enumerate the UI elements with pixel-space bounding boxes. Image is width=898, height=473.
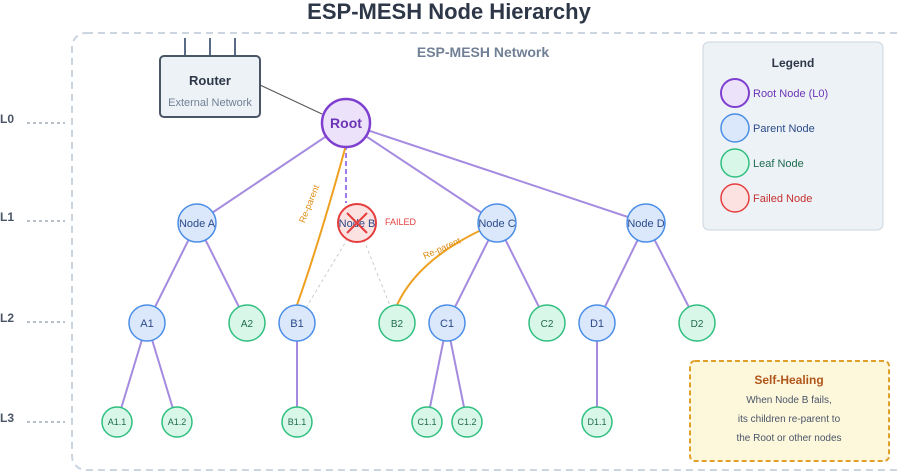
node-c12-circle (451, 406, 483, 438)
router-title: Router (189, 73, 231, 88)
node-d1-label: D1 (590, 318, 604, 330)
node-a2-label: A2 (241, 319, 254, 330)
node-a-label: Node A (179, 218, 216, 230)
self-healing-line-1: When Node B fails, (746, 395, 832, 406)
node-c2-circle (528, 304, 566, 342)
self-healing-box (689, 360, 890, 462)
node-b1: B1 (278, 304, 316, 342)
node-c12: C1.2 (451, 406, 483, 438)
node-a11-circle (101, 406, 133, 438)
legend-title: Legend (772, 56, 815, 70)
node-d1: D1 (578, 304, 616, 342)
reparent-label-b2: Re-parent (421, 235, 462, 261)
node-a1-label: A1 (140, 318, 153, 330)
node-d11-circle (581, 406, 613, 438)
level-label-l2: L2 (0, 311, 14, 325)
router: Router External Network (159, 38, 261, 118)
legend-failed-label: Failed Node (753, 193, 812, 205)
node-c1-circle (428, 304, 466, 342)
node-c1: C1 (428, 304, 466, 342)
node-b11-label: B1.1 (288, 417, 307, 427)
node-a1: A1 (128, 304, 166, 342)
node-a1-circle (128, 304, 166, 342)
node-d2: D2 (678, 304, 716, 342)
legend-parent-label: Parent Node (753, 123, 815, 135)
node-c-label: Node C (478, 218, 515, 230)
node-a12-circle (161, 406, 193, 438)
failure-x-icon (346, 212, 368, 234)
root-node-circle (320, 97, 372, 149)
level-markers: L0 L1 L2 L3 (0, 112, 65, 425)
node-a2-circle (228, 304, 266, 342)
link-root-a (196, 122, 347, 224)
node-d2-label: D2 (691, 319, 704, 330)
node-d2-circle (678, 304, 716, 342)
self-healing-line-3: the Root or other nodes (736, 433, 841, 444)
mesh-links (116, 122, 698, 423)
node-d1-circle (578, 304, 616, 342)
node-b1-label: B1 (290, 318, 303, 330)
node-a11-label: A1.1 (108, 417, 127, 427)
legend-root-swatch (720, 78, 750, 108)
node-b1-circle (278, 304, 316, 342)
node-c-circle (477, 203, 517, 243)
node-b2-circle (378, 304, 416, 342)
router-box (159, 55, 261, 118)
level-label-l3: L3 (0, 411, 14, 425)
self-healing-title: Self-Healing (754, 373, 823, 387)
node-a-circle (177, 203, 217, 243)
node-c11: C1.1 (411, 406, 443, 438)
node-c12-label: C1.2 (457, 417, 476, 427)
reparent-label-b1: Re-parent (297, 183, 321, 224)
node-c1-label: C1 (440, 318, 454, 330)
root-node-label: Root (330, 115, 362, 131)
self-healing-note: Self-Healing When Node B fails, its chil… (689, 360, 890, 462)
level-label-l1: L1 (0, 210, 14, 224)
node-a11: A1.1 (101, 406, 133, 438)
node-c2: C2 (528, 304, 566, 342)
legend-leaf-swatch (720, 148, 750, 178)
legend: Legend Root Node (L0) Parent Node Leaf N… (702, 41, 884, 231)
node-b2: B2 (378, 304, 416, 342)
legend-failed-swatch (720, 183, 750, 213)
network-boundary (71, 32, 898, 471)
level-label-l0: L0 (0, 112, 14, 126)
legend-parent-swatch (720, 113, 750, 143)
node-c: Node C (477, 203, 517, 243)
legend-root-label: Root Node (L0) (753, 88, 828, 100)
node-d11: D1.1 (581, 406, 613, 438)
router-link (259, 84, 323, 115)
node-b11: B1.1 (281, 406, 313, 438)
diagram-title: ESP-MESH Node Hierarchy (307, 0, 591, 24)
node-a2: A2 (228, 304, 266, 342)
node-c11-label: C1.1 (417, 417, 436, 427)
node-c2-label: C2 (541, 319, 554, 330)
node-d-circle (626, 203, 666, 243)
reparent-link-b1 (296, 144, 347, 306)
link-root-d (345, 122, 647, 224)
node-c11-circle (411, 406, 443, 438)
failed-label: FAILED (385, 217, 417, 227)
node-a12-label: A1.2 (168, 417, 187, 427)
node-d: Node D (626, 203, 666, 243)
node-b2-label: B2 (391, 319, 404, 330)
node-b11-circle (281, 406, 313, 438)
root-node: Root (320, 97, 372, 149)
node-a: Node A (177, 203, 217, 243)
legend-leaf-label: Leaf Node (753, 158, 804, 170)
network-label: ESP-MESH Network (417, 44, 549, 60)
node-d-label: Node D (627, 218, 664, 230)
router-subtitle: External Network (168, 97, 252, 109)
link-root-c (345, 122, 498, 224)
node-d11-label: D1.1 (587, 417, 606, 427)
self-healing-line-2: its children re-parent to (738, 414, 841, 425)
node-b-failed: Node B FAILED (337, 203, 417, 243)
node-a12: A1.2 (161, 406, 193, 438)
